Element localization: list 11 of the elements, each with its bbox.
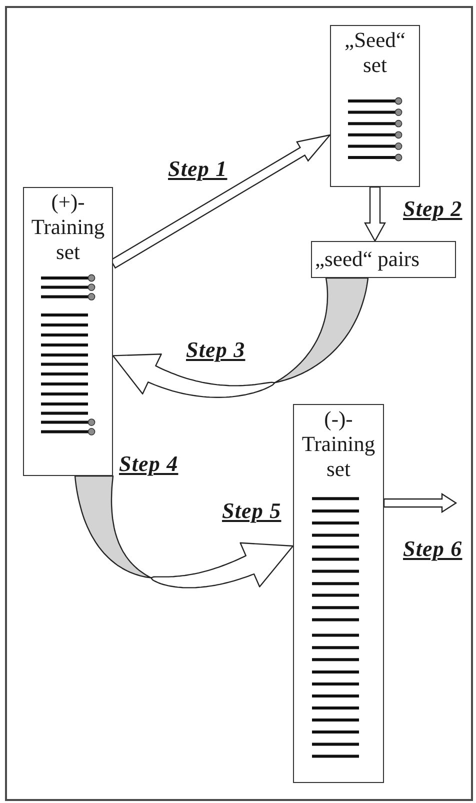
process-box [311, 241, 456, 278]
block-arrow [383, 492, 458, 514]
node-label: (+)- Training set [30, 190, 106, 265]
block-arrow [364, 186, 386, 242]
process-box [23, 187, 113, 476]
process-box [293, 404, 384, 783]
node-label: „seed“ pairs [315, 247, 420, 272]
curved-block-arrow [74, 475, 294, 588]
node-label: (-)- Training set [300, 407, 376, 482]
process-box [330, 25, 420, 187]
node-label: „Seed“ set [344, 28, 406, 78]
